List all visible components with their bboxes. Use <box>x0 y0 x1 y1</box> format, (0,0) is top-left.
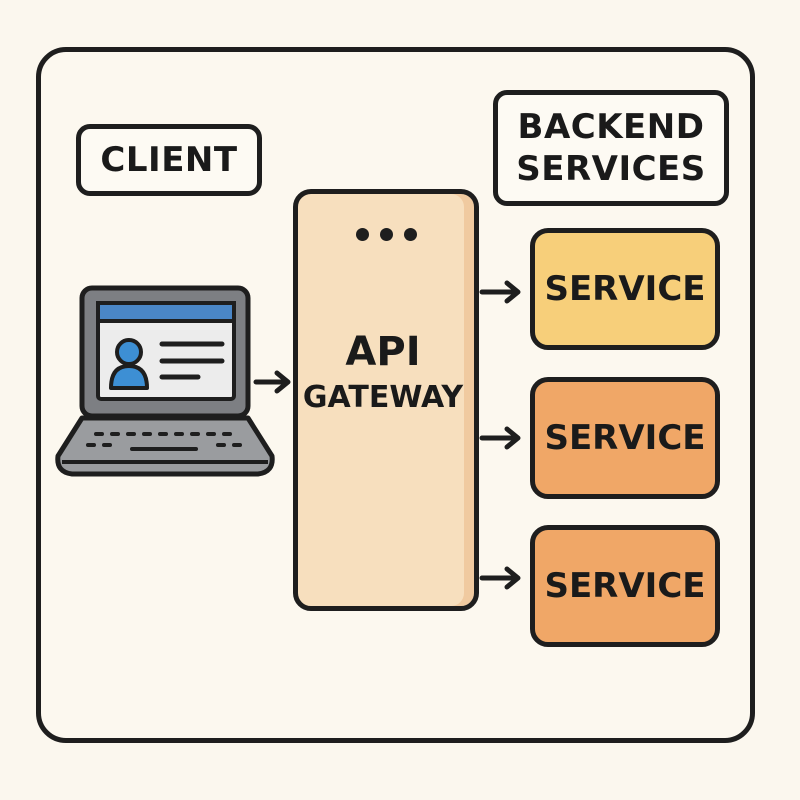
more-dots-icon <box>298 228 474 241</box>
service-label: SERVICE <box>544 269 706 309</box>
service-label: SERVICE <box>544 566 706 606</box>
backend-services-label: BACKEND SERVICES <box>493 90 729 206</box>
api-gateway-title: API GATEWAY <box>298 326 468 418</box>
service-box-2: SERVICE <box>530 377 720 499</box>
client-label: CLIENT <box>76 124 262 196</box>
gateway-title-line2: GATEWAY <box>302 380 464 415</box>
api-gateway-box: API GATEWAY <box>293 189 479 611</box>
client-label-text: CLIENT <box>100 140 238 180</box>
service-label: SERVICE <box>544 418 706 458</box>
backend-label-line1: BACKEND <box>517 107 705 147</box>
service-box-1: SERVICE <box>530 228 720 350</box>
service-box-3: SERVICE <box>530 525 720 647</box>
gateway-title-line1: API <box>345 329 421 375</box>
backend-label-line2: SERVICES <box>516 149 706 189</box>
